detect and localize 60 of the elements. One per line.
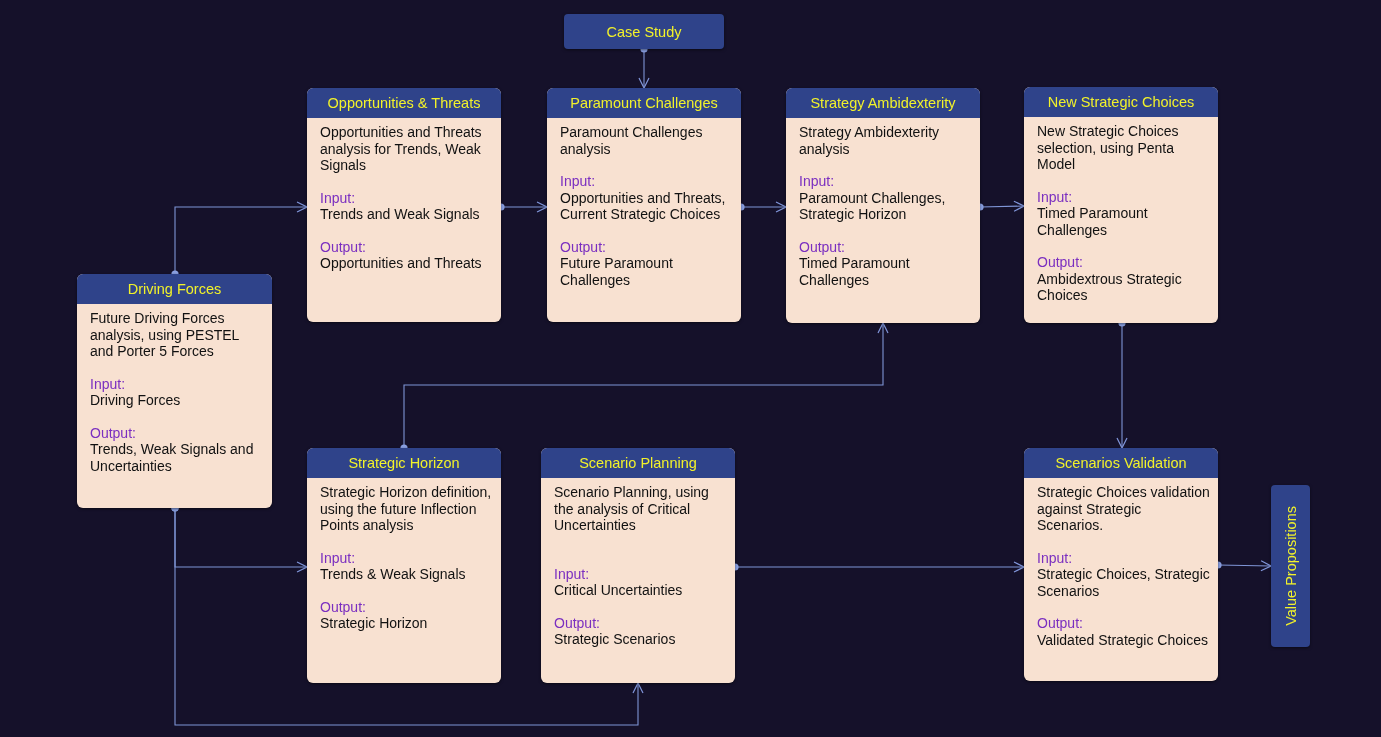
field-value: Strategic Choices, Strategic Scenarios bbox=[1037, 566, 1210, 599]
field-label: Input: bbox=[1037, 549, 1074, 566]
field-value: Paramount Challenges, Strategic Horizon bbox=[799, 189, 947, 223]
field-label: Input: bbox=[1037, 188, 1074, 205]
field-value: Trends, Weak Signals and Uncertainties bbox=[90, 441, 255, 474]
field-value: Future Paramount Challenges bbox=[560, 255, 674, 288]
process-card bbox=[77, 274, 272, 508]
card-description: Strategic Horizon definition, using the future Inflection Points analysis bbox=[320, 484, 493, 534]
field-value: Opportunities and Threats bbox=[320, 255, 483, 272]
field-label: Input: bbox=[799, 173, 836, 190]
field-value: Validated Strategic Choices bbox=[1037, 631, 1209, 648]
process-card bbox=[547, 88, 741, 322]
card-title: Driving Forces bbox=[77, 274, 272, 304]
field-label: Output: bbox=[1037, 615, 1084, 632]
field-label: Input: bbox=[560, 173, 597, 190]
field-value: Critical Uncertainties bbox=[554, 582, 684, 599]
process-card bbox=[1024, 448, 1218, 681]
card-title: Scenarios Validation bbox=[1024, 448, 1218, 478]
field-label: Output: bbox=[560, 238, 607, 255]
field-label: Output: bbox=[799, 238, 846, 255]
process-card bbox=[307, 88, 501, 322]
tag-text: Case Study bbox=[606, 23, 682, 40]
field-value: Driving Forces bbox=[90, 392, 182, 409]
field-label: Output: bbox=[1037, 254, 1084, 271]
field-value: Timed Paramount Challenges bbox=[1037, 205, 1149, 238]
field-value: Trends and Weak Signals bbox=[320, 206, 481, 223]
field-label: Input: bbox=[90, 375, 127, 392]
field-label: Output: bbox=[90, 424, 137, 441]
field-label: Input: bbox=[554, 565, 591, 582]
label-tag bbox=[1271, 485, 1310, 647]
field-label: Input: bbox=[320, 189, 357, 206]
card-title: Paramount Challenges bbox=[547, 88, 741, 118]
card-description: New Strategic Choices selection, using Penta Model bbox=[1037, 123, 1180, 173]
label-tag bbox=[564, 14, 724, 49]
card-description: Scenario Planning, using the analysis of Critical Uncertainties bbox=[554, 484, 710, 534]
field-label: Output: bbox=[320, 598, 367, 615]
process-card bbox=[786, 88, 980, 323]
field-label: Output: bbox=[554, 614, 601, 631]
card-description: Future Driving Forces analysis, using PESTEL and Porter 5 Forces bbox=[90, 310, 240, 360]
process-card bbox=[1024, 87, 1218, 323]
card-title: Opportunities & Threats bbox=[307, 88, 501, 118]
field-value: Trends & Weak Signals bbox=[320, 566, 467, 583]
field-value: Opportunities and Threats, Current Strategic Choices bbox=[560, 189, 727, 223]
field-value: Strategic Horizon bbox=[320, 615, 429, 632]
card-title: Strategy Ambidexterity bbox=[786, 88, 980, 118]
card-description: Paramount Challenges analysis bbox=[560, 124, 704, 157]
card-description: Strategic Choices validation against Strategic Scenarios. bbox=[1037, 484, 1210, 534]
field-label: Output: bbox=[320, 238, 367, 255]
card-title: Strategic Horizon bbox=[307, 448, 501, 478]
tag-text: Value Propositions bbox=[1282, 506, 1299, 626]
field-value: Ambidextrous Strategic Choices bbox=[1037, 270, 1183, 304]
card-title: New Strategic Choices bbox=[1024, 87, 1218, 117]
process-card bbox=[541, 448, 735, 683]
field-label: Input: bbox=[320, 549, 357, 566]
field-value: Strategic Scenarios bbox=[554, 631, 677, 648]
field-value: Timed Paramount Challenges bbox=[799, 255, 911, 288]
card-description: Strategy Ambidexterity analysis bbox=[799, 124, 941, 157]
process-card bbox=[307, 448, 501, 683]
card-description: Opportunities and Threats analysis for Trends, Weak Signals bbox=[320, 124, 483, 174]
card-title: Scenario Planning bbox=[541, 448, 735, 478]
